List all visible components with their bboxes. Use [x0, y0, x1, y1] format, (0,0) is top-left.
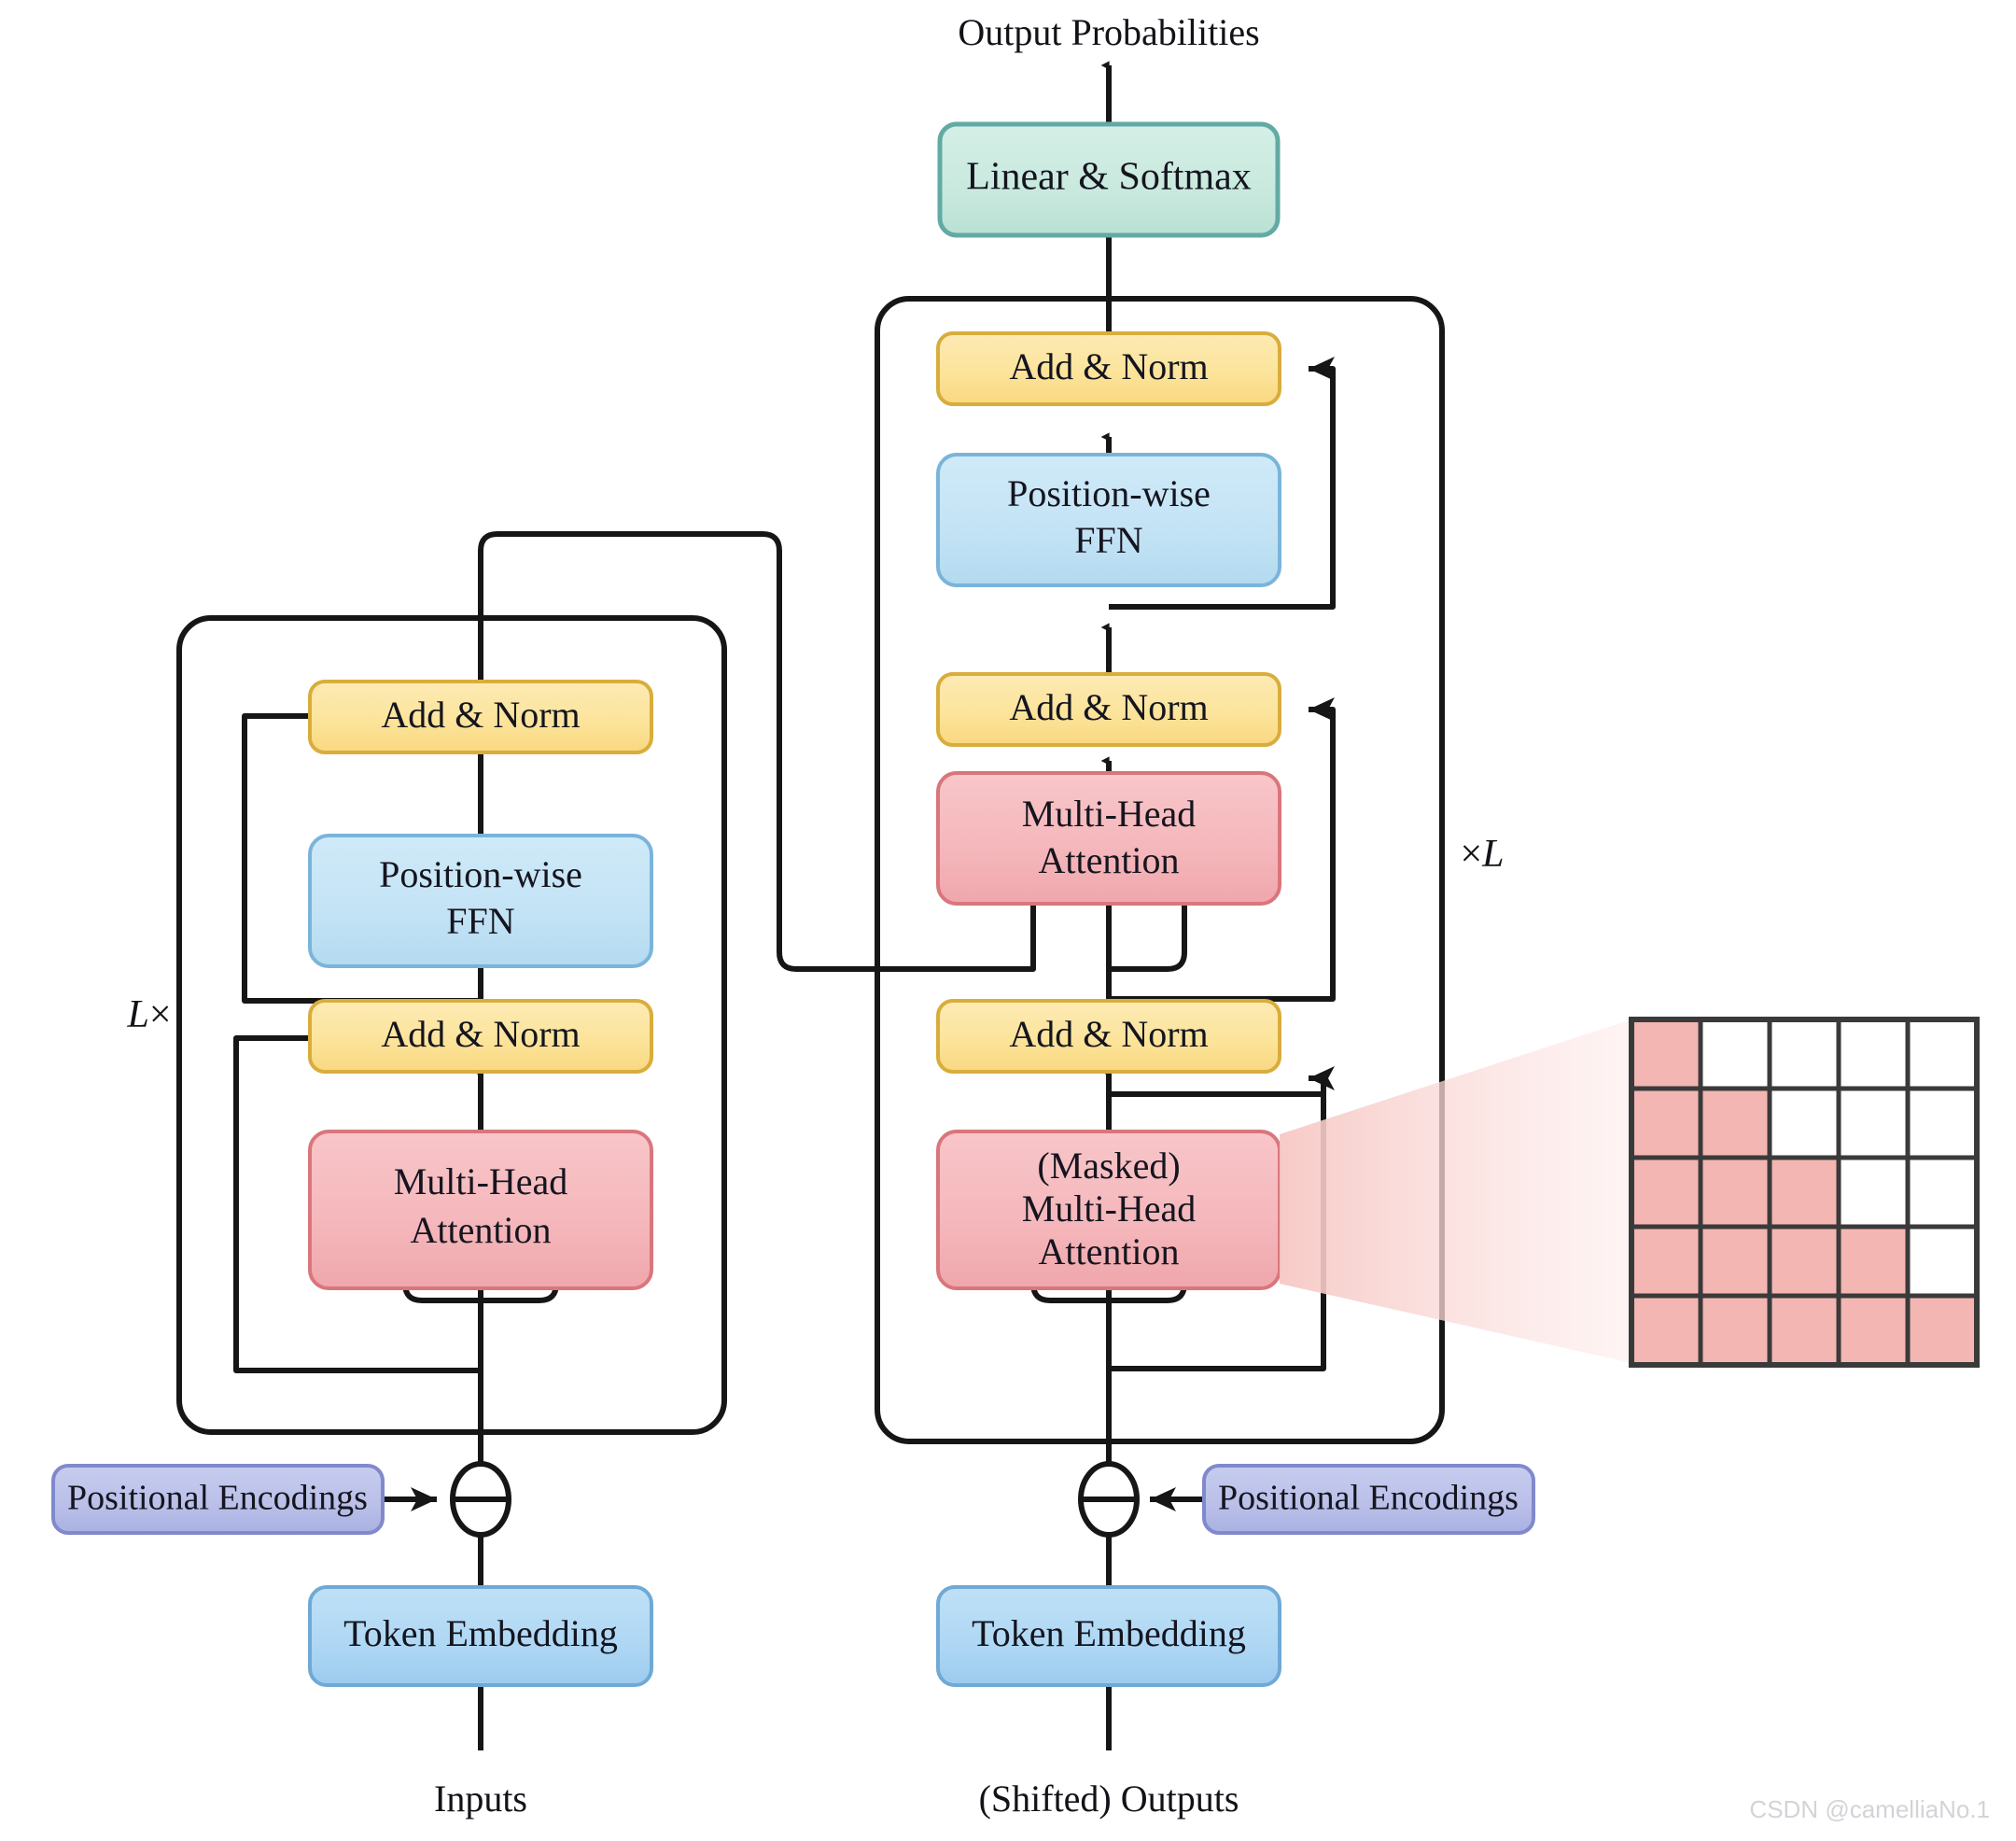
decoder-ffn-box[interactable]: Position-wise FFN	[936, 453, 1281, 587]
decoder-addnorm-3-box[interactable]: Add & Norm	[936, 331, 1281, 406]
encoder-token-embedding-box[interactable]: Token Embedding	[308, 1585, 653, 1687]
decoder-positional-encodings-box[interactable]: Positional Encodings	[1202, 1464, 1535, 1535]
decoder-cross-value-arrow	[1109, 896, 1187, 972]
encoder-to-decoder-memory-line	[478, 531, 1011, 972]
mask-cell-2-2	[1698, 1086, 1772, 1160]
encoder-ffn-label-line1: Position-wise	[379, 853, 582, 895]
decoder-addnorm-1-label: Add & Norm	[1009, 1013, 1208, 1055]
encoder-attention-label-line1: Multi-Head	[394, 1160, 568, 1202]
mask-cell-5-5	[1905, 1293, 1980, 1368]
mask-matrix-outline	[1629, 1017, 1980, 1368]
mask-cell-4-2	[1698, 1224, 1772, 1299]
mask-cell-2-3	[1767, 1086, 1841, 1160]
mask-cell-3-2	[1698, 1155, 1772, 1230]
mask-cell-2-1	[1629, 1086, 1703, 1160]
decoder-masked-attention-box[interactable]: (Masked) Multi-Head Attention	[936, 1130, 1281, 1290]
decoder-addnorm-1-box[interactable]: Add & Norm	[936, 999, 1281, 1074]
decoder-positional-encodings-label: Positional Encodings	[1218, 1479, 1519, 1518]
mask-cell-4-1	[1629, 1224, 1703, 1299]
decoder-cross-key-arrow	[1011, 896, 1036, 972]
mask-cell-3-4	[1836, 1155, 1911, 1230]
decoder-masked-qkv-split	[1030, 1214, 1187, 1303]
decoder-masked-attention-label-line1: (Masked)	[1037, 1145, 1180, 1187]
decoder-repeat-label: ×L	[1460, 833, 1504, 876]
mask-cell-5-1	[1629, 1293, 1703, 1368]
linear-softmax-label: Linear & Softmax	[966, 156, 1252, 199]
encoder-attention-label-line2: Attention	[410, 1209, 551, 1251]
decoder-input-caption: (Shifted) Outputs	[979, 1778, 1239, 1820]
encoder-repeat-label: L×	[126, 993, 171, 1036]
encoder-positional-encodings-label: Positional Encodings	[67, 1479, 368, 1518]
mask-cell-4-3	[1767, 1224, 1841, 1299]
causal-mask-matrix	[1629, 1017, 1980, 1368]
decoder-addnorm-2-box[interactable]: Add & Norm	[936, 672, 1281, 747]
output-probabilities-label: Output Probabilities	[958, 11, 1259, 53]
encoder-input-caption: Inputs	[434, 1778, 527, 1820]
mask-cell-5-4	[1836, 1293, 1911, 1368]
decoder-add-symbol	[1078, 1461, 1140, 1538]
decoder-residual-3	[1109, 357, 1336, 610]
decoder-residual-2-hidden	[1106, 1072, 1323, 1097]
encoder-addnorm-2-label: Add & Norm	[381, 694, 580, 736]
encoder-addnorm-1-box[interactable]: Add & Norm	[308, 999, 653, 1074]
decoder-ffn-label-line1: Position-wise	[1007, 472, 1211, 514]
mask-cell-1-4	[1836, 1017, 1911, 1091]
encoder-stack-container	[176, 615, 727, 1435]
decoder-token-embedding-label: Token Embedding	[972, 1612, 1246, 1654]
mask-cell-3-5	[1905, 1155, 1980, 1230]
linear-softmax-box[interactable]: Linear & Softmax	[937, 121, 1281, 238]
encoder-token-embedding-label: Token Embedding	[343, 1612, 618, 1654]
mask-cell-2-5	[1905, 1086, 1980, 1160]
encoder-attention-box[interactable]: Multi-Head Attention	[308, 1130, 653, 1290]
decoder-stack-container	[875, 296, 1445, 1444]
encoder-ffn-box[interactable]: Position-wise FFN	[308, 834, 653, 968]
mask-cell-5-2	[1698, 1293, 1772, 1368]
mask-cell-4-4	[1836, 1224, 1911, 1299]
encoder-add-symbol	[450, 1461, 511, 1538]
encoder-positional-encodings-box[interactable]: Positional Encodings	[51, 1464, 385, 1535]
mask-cell-3-3	[1767, 1155, 1841, 1230]
mask-cell-5-3	[1767, 1293, 1841, 1368]
decoder-ffn-label-line2: FFN	[1074, 519, 1142, 561]
encoder-qkv-split	[402, 1214, 559, 1303]
decoder-addnorm-3-label: Add & Norm	[1009, 345, 1208, 387]
decoder-token-embedding-box[interactable]: Token Embedding	[936, 1585, 1281, 1687]
decoder-masked-attention-label-line2: Multi-Head	[1022, 1188, 1197, 1230]
decoder-addnorm-2-label: Add & Norm	[1009, 686, 1208, 728]
watermark-label: CSDN @camelliaNo.1	[1749, 1795, 1990, 1823]
decoder-cross-attention-box[interactable]: Multi-Head Attention	[936, 771, 1281, 906]
encoder-ffn-label-line2: FFN	[446, 900, 514, 942]
decoder-cross-attention-label-line1: Multi-Head	[1022, 793, 1197, 835]
mask-cell-4-5	[1905, 1224, 1980, 1299]
encoder-addnorm-1-label: Add & Norm	[381, 1013, 580, 1055]
mask-cell-1-3	[1767, 1017, 1841, 1091]
mask-zoom-cone	[1280, 1019, 1631, 1363]
mask-cell-1-2	[1698, 1017, 1772, 1091]
mask-cell-1-1	[1629, 1017, 1703, 1091]
mask-cell-3-1	[1629, 1155, 1703, 1230]
mask-cell-2-4	[1836, 1086, 1911, 1160]
encoder-addnorm-2-box[interactable]: Add & Norm	[308, 680, 653, 754]
decoder-masked-attention-label-line3: Attention	[1038, 1230, 1179, 1272]
mask-cell-1-5	[1905, 1017, 1980, 1091]
decoder-cross-attention-label-line2: Attention	[1038, 839, 1179, 881]
